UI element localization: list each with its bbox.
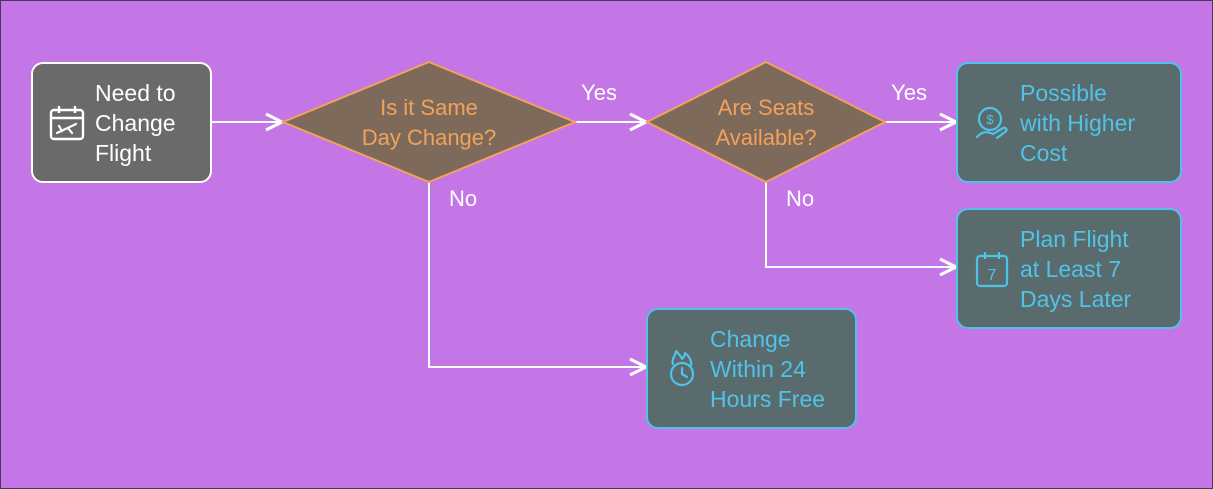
outcome-change-free-label: Change Within 24 Hours Free (710, 325, 826, 412)
outcome-change-free[interactable]: Change Within 24 Hours Free (646, 308, 857, 429)
decision-same-day-label[interactable]: Is it Same Day Change? (361, 95, 497, 150)
edge-label-yes-2: Yes (891, 80, 927, 105)
svg-text:$: $ (986, 112, 994, 127)
outcome-plan-later-label: Plan Flight at Least 7 Days Later (1020, 225, 1132, 312)
edge-label-no-2: No (785, 186, 815, 211)
calendar-7-icon: 7 (970, 249, 1014, 289)
edge-same-day-no (428, 182, 646, 367)
start-node-need-to-change-flight[interactable]: Need to Change Flight (31, 62, 212, 183)
edge-label-no-1: No (448, 186, 478, 211)
outcome-higher-cost[interactable]: $ Possible with Higher Cost (956, 62, 1182, 183)
outcome-higher-cost-label: Possible with Higher Cost (1020, 79, 1136, 166)
clock-fire-icon (660, 349, 704, 389)
svg-text:7: 7 (988, 267, 997, 284)
dollar-hand-icon: $ (970, 104, 1014, 142)
start-node-label: Need to Change Flight (95, 79, 176, 166)
decision-seats-shape (644, 60, 888, 184)
edge-seats-no (765, 182, 956, 267)
edge-label-yes-1: Yes (581, 80, 617, 105)
calendar-plane-icon (45, 104, 89, 142)
decision-seats-label[interactable]: Are Seats Available? (715, 95, 817, 150)
outcome-plan-later[interactable]: 7 Plan Flight at Least 7 Days Later (956, 208, 1182, 329)
decision-same-day-shape (280, 60, 578, 184)
